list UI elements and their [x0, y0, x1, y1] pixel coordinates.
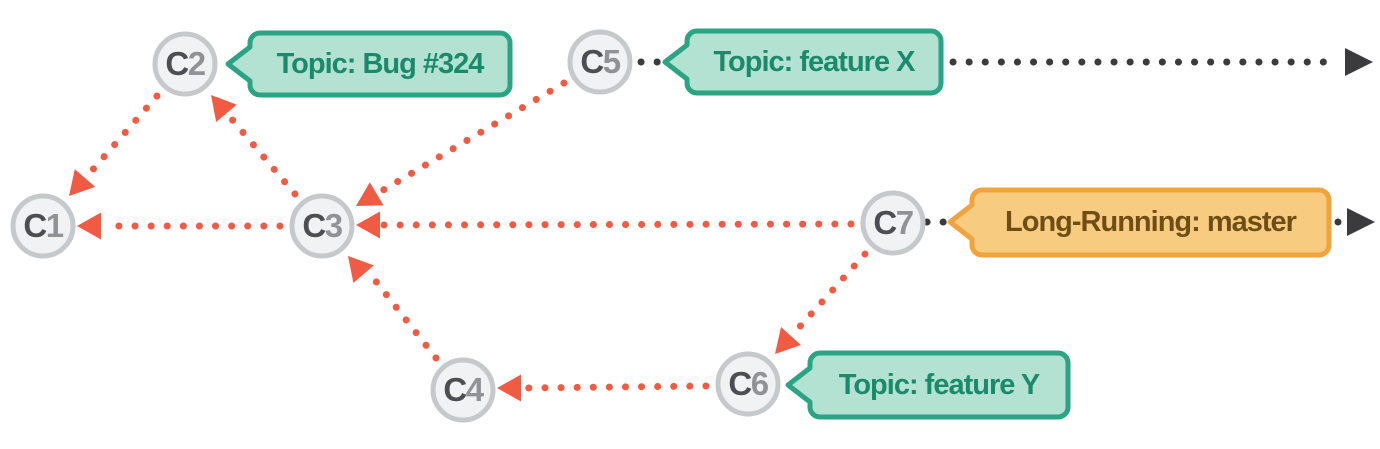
commit-label-c3-prefix: C: [302, 207, 326, 244]
branch-label-feature-y: Topic: feature Y: [838, 368, 1040, 401]
branch-label-master: Long-Running: master: [1005, 206, 1297, 238]
arrowhead-c4-c3: [348, 256, 374, 283]
timeline-feature-x: [637, 48, 1373, 76]
branch-label-bug324: Topic: Bug #324: [276, 47, 485, 80]
edge-c6-c4: [497, 374, 710, 402]
commit-circle-c1: [10, 193, 76, 259]
commit-label-c4-prefix: C: [443, 371, 467, 408]
arrowhead-c5-c3: [356, 182, 384, 206]
commit-label-c5-prefix: C: [580, 43, 604, 80]
arrowhead-c7-c6: [775, 327, 801, 354]
edge-c7-c3: [356, 211, 855, 239]
branch-label-bubble-feature-y: [785, 350, 1071, 420]
arrowhead-c3-c2: [211, 95, 237, 122]
branch-label-bubble-bug324: [225, 30, 513, 98]
arrowhead-c2-c1: [69, 169, 96, 196]
edge-c7-c6: [775, 250, 869, 354]
branch-label-bubble-feature-x: [662, 28, 944, 96]
edge-c4-c3: [348, 256, 440, 362]
commit-label-c1-prefix: C: [23, 207, 47, 244]
branch-label-bubble-master: [947, 187, 1332, 258]
arrowhead-c6-c4: [497, 374, 521, 402]
edge-c5-c3: [356, 79, 568, 206]
commit-label-c2-prefix: C: [165, 45, 189, 82]
timeline-arrowhead-master: [1347, 208, 1375, 236]
commit-label-c2-num: 2: [187, 45, 206, 82]
arrowhead-c7-c3: [356, 211, 380, 239]
commit-circle-c5: [567, 29, 633, 95]
commit-label-c3-num: 3: [324, 207, 343, 244]
commit-label-c1-num: 1: [45, 207, 64, 244]
commit-circle-c7: [860, 190, 926, 256]
commit-circle-c3: [289, 193, 355, 259]
commit-circle-c6: [715, 351, 781, 417]
commit-label-c6-prefix: C: [728, 365, 752, 402]
commit-label-c7-prefix: C: [873, 204, 897, 241]
timeline-arrowhead-feature-x: [1345, 48, 1373, 76]
timeline-master: [923, 208, 1375, 236]
commit-label-c6-num: 6: [750, 365, 769, 402]
branch-label-feature-x: Topic: feature X: [713, 45, 916, 78]
commit-circle-c4: [430, 357, 496, 423]
edge-c3-c2: [211, 95, 299, 198]
commit-label-c4-num: 4: [465, 371, 484, 408]
commit-circle-c2: [152, 31, 218, 97]
commit-label-c7-num: 7: [895, 204, 914, 241]
arrowhead-c3-c1: [77, 212, 101, 240]
commit-label-c5-num: 5: [602, 43, 621, 80]
edge-c2-c1: [69, 92, 161, 196]
edge-c3-c1: [77, 212, 284, 240]
